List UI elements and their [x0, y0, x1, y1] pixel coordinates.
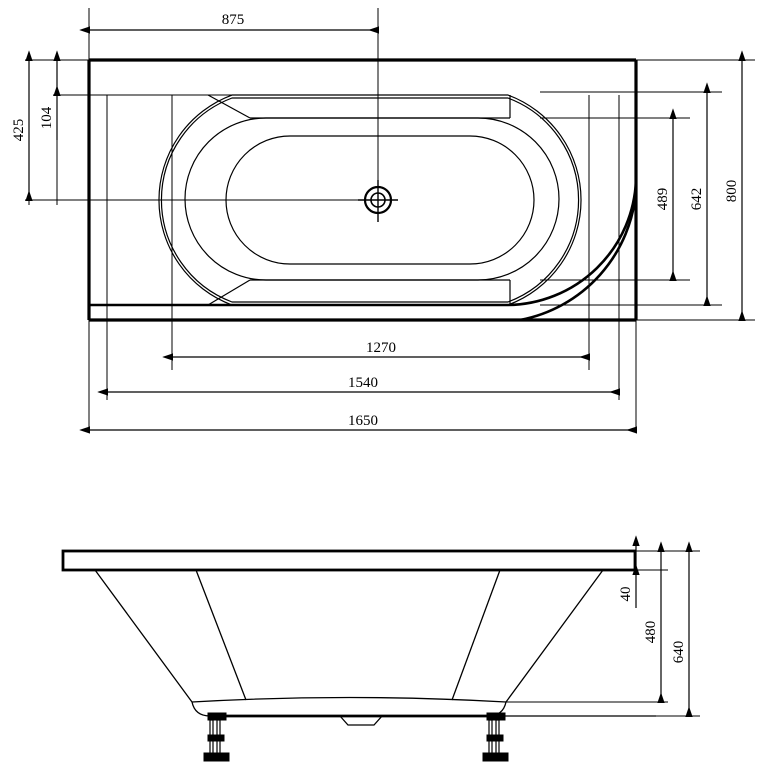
- drain-outlet-shape: [339, 715, 383, 726]
- plan-view-group: 875 425 104 489 642: [11, 8, 755, 434]
- elevation-rim-slab: [61, 549, 637, 572]
- dim-480-label: 480: [643, 621, 659, 644]
- leg-right-bracket-top: [486, 712, 506, 721]
- leg-left-foot: [203, 752, 230, 762]
- elevation-view-group: 40 480 640: [61, 535, 700, 762]
- dim-640-label: 640: [671, 641, 687, 664]
- dim-800: 800: [724, 50, 746, 322]
- dim-1540: 1540: [97, 375, 621, 396]
- dim-640: 640: [671, 541, 693, 718]
- leg-left-bracket-top: [207, 712, 227, 721]
- body-bottom-inner: [191, 696, 507, 703]
- leg-left-nut: [207, 734, 225, 742]
- basin-bottom-path: [225, 135, 535, 265]
- body-left-outer: [94, 569, 211, 717]
- dim-1540-label: 1540: [348, 375, 378, 391]
- dim-642-label: 642: [689, 188, 705, 211]
- dim-40-label: 40: [618, 587, 634, 602]
- sweep-outer-bold: [89, 179, 638, 307]
- dim-1270: 1270: [162, 340, 591, 361]
- dim-425-label: 425: [11, 119, 27, 142]
- leg-right-foot: [482, 752, 509, 762]
- body-right-outer: [487, 569, 604, 717]
- dim-1650: 1650: [79, 413, 638, 434]
- plan-extension-lines: [25, 8, 755, 432]
- dim-642: 642: [689, 82, 711, 307]
- shoulder-bl: [207, 279, 251, 306]
- elevation-drain-outlet: [339, 715, 383, 726]
- leg-right-nut: [486, 734, 504, 742]
- body-left-inner: [195, 569, 247, 701]
- dim-875-label: 875: [222, 12, 245, 28]
- dim-1650-label: 1650: [348, 413, 378, 429]
- dim-480: 480: [643, 541, 665, 704]
- drain-symbol: [358, 180, 398, 222]
- elevation-leg-left: [203, 712, 230, 762]
- plan-right-end-sweep: [89, 179, 638, 322]
- dim-104: 104: [39, 50, 61, 140]
- plan-outer-rectangle: [87, 58, 638, 322]
- rim-slab-rect: [61, 549, 637, 572]
- plan-basin-outline: [184, 117, 560, 281]
- dim-104-label: 104: [39, 106, 55, 129]
- dim-489-label: 489: [655, 188, 671, 211]
- dim-800-label: 800: [724, 180, 740, 203]
- dim-489: 489: [655, 108, 677, 282]
- plan-shoulder-lines: [207, 94, 511, 306]
- dim-875: 875: [79, 12, 380, 34]
- dim-425: 425: [11, 50, 33, 202]
- rim-outer-path-2: [160, 97, 580, 303]
- sweep-outer-bold-2: [89, 189, 638, 322]
- elevation-extension-lines: [506, 550, 700, 717]
- elevation-body-profile: [94, 569, 604, 717]
- body-right-inner: [451, 569, 501, 701]
- elevation-leg-right: [482, 712, 509, 762]
- dim-1270-label: 1270: [366, 340, 396, 356]
- shoulder-tl: [207, 94, 251, 119]
- dim-40: 40: [618, 535, 640, 608]
